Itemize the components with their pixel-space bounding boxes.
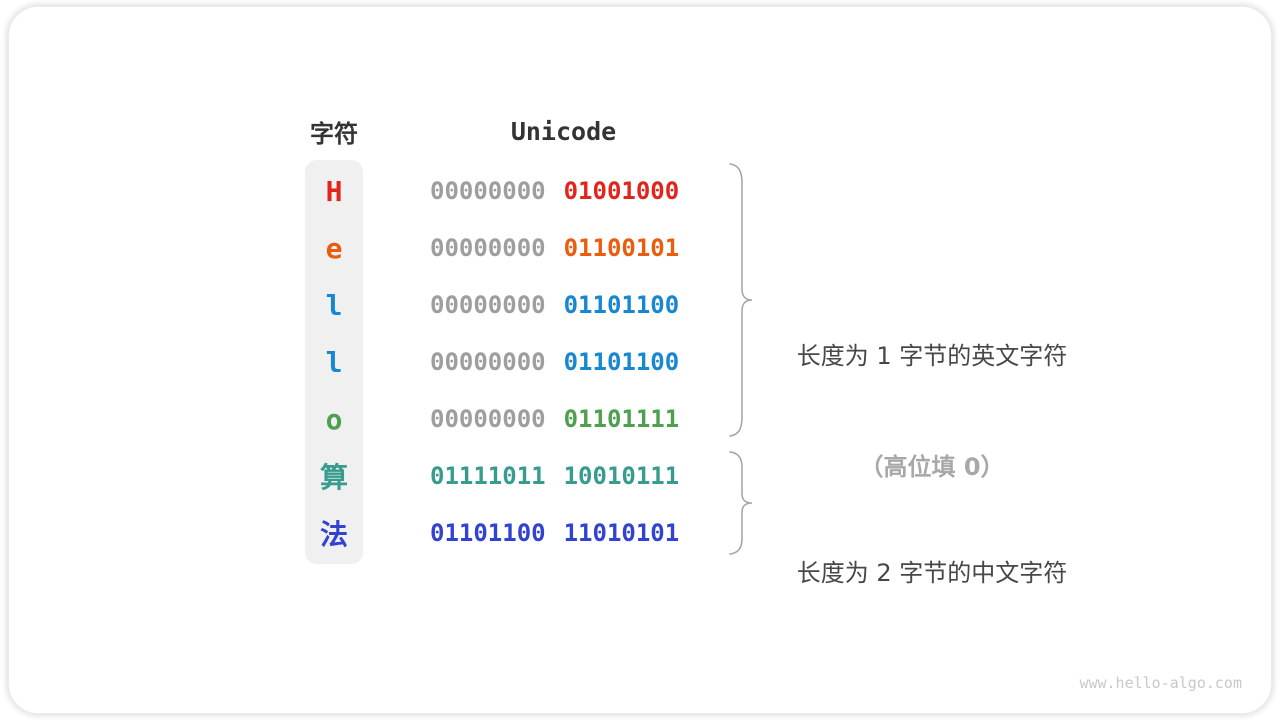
- column-header-unicode: Unicode: [510, 116, 617, 146]
- curly-brace-icon-english-group: [729, 163, 753, 437]
- table-row: H 00000000 01001000: [0, 173, 1280, 209]
- high-byte: 00000000: [430, 405, 546, 433]
- character-cell: 法: [319, 518, 348, 551]
- low-byte: 10010111: [563, 462, 680, 490]
- low-byte: 11010101: [563, 519, 680, 547]
- character-cell: l: [325, 288, 343, 322]
- unicode-binary-cell: 01101100 11010101: [430, 515, 679, 551]
- curly-brace-icon-chinese-group: [729, 451, 753, 555]
- annotation-chinese-group: 长度为 2 字节的中文字符: [762, 481, 1102, 666]
- character-cell: 算: [319, 461, 348, 494]
- diagram-card: [8, 6, 1272, 714]
- high-byte: 00000000: [430, 234, 546, 262]
- high-byte: 00000000: [430, 177, 546, 205]
- high-byte: 01111011: [430, 462, 546, 490]
- annotation-english-line2: （高位填 0）: [859, 453, 1005, 481]
- table-row: 算 01111011 10010111: [0, 458, 1280, 494]
- table-row: l 00000000 01101100: [0, 287, 1280, 323]
- low-byte: 01101111: [563, 405, 680, 433]
- character-cell: l: [325, 345, 343, 379]
- unicode-binary-cell: 01111011 10010111: [430, 458, 679, 494]
- low-byte: 01001000: [563, 177, 680, 205]
- table-row: o 00000000 01101111: [0, 401, 1280, 437]
- unicode-binary-cell: 00000000 01101100: [430, 287, 679, 323]
- unicode-binary-cell: 00000000 01100101: [430, 230, 679, 266]
- character-cell: o: [325, 402, 343, 436]
- low-byte: 01100101: [563, 234, 680, 262]
- watermark-url: www.hello-algo.com: [1079, 674, 1242, 692]
- character-cell: H: [325, 174, 343, 208]
- character-column-background: [305, 160, 363, 564]
- annotation-english-line1: 长度为 1 字节的英文字符: [796, 342, 1068, 370]
- high-byte: 00000000: [430, 348, 546, 376]
- table-row: e 00000000 01100101: [0, 230, 1280, 266]
- unicode-binary-cell: 00000000 01001000: [430, 173, 679, 209]
- high-byte: 01101100: [430, 519, 546, 547]
- annotation-english-group: 长度为 1 字节的英文字符 （高位填 0）: [762, 264, 1102, 560]
- column-header-character: 字符: [310, 119, 358, 148]
- low-byte: 01101100: [563, 291, 680, 319]
- table-row: 法 01101100 11010101: [0, 515, 1280, 551]
- annotation-chinese-line1: 长度为 2 字节的中文字符: [796, 559, 1068, 587]
- low-byte: 01101100: [563, 348, 680, 376]
- unicode-binary-cell: 00000000 01101100: [430, 344, 679, 380]
- high-byte: 00000000: [430, 291, 546, 319]
- table-row: l 00000000 01101100: [0, 344, 1280, 380]
- character-cell: e: [325, 231, 343, 265]
- unicode-binary-cell: 00000000 01101111: [430, 401, 679, 437]
